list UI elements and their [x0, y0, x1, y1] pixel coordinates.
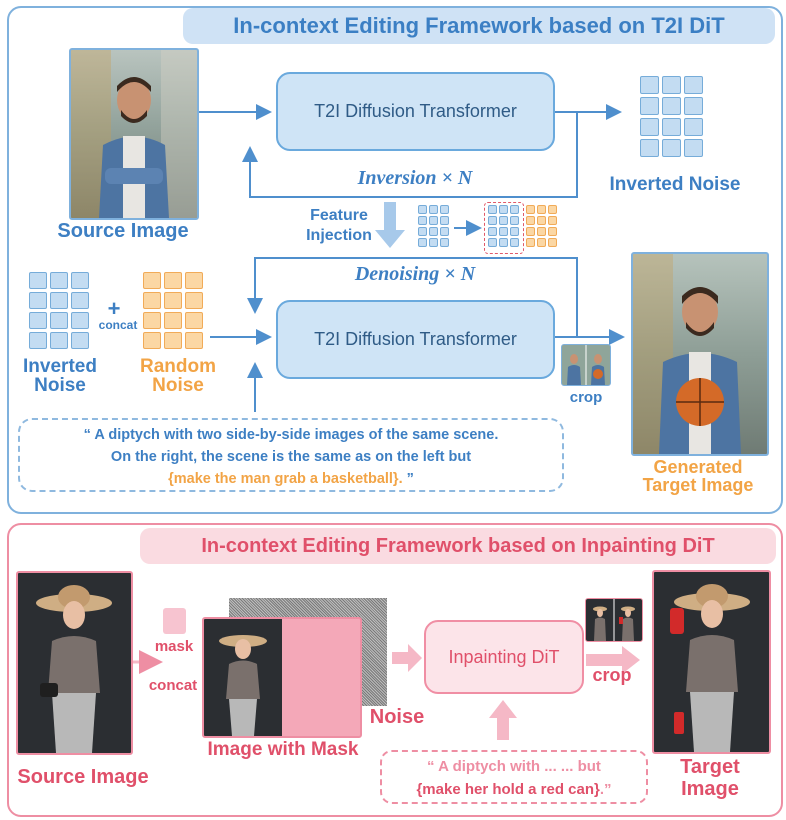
- feature-injection-label-2: Injection: [306, 227, 372, 244]
- arrow-image-to-inpainting: [392, 644, 422, 672]
- prompt-close-quote: ”: [402, 471, 414, 487]
- generated-label-1: Generated: [653, 457, 743, 477]
- feature-injection-label-1: Feature: [310, 207, 368, 224]
- feature-injection-arrow: [375, 202, 405, 248]
- prompt-line-1: “ A diptych with two side-by-side images…: [83, 427, 499, 443]
- source-image-man: [69, 48, 199, 220]
- source-image-label-bottom: Source Image: [17, 766, 149, 788]
- inpainting-panel-title: In-context Editing Framework based on In…: [140, 528, 776, 564]
- injection-target-highlight: [484, 202, 524, 254]
- noise-label: Noise: [369, 706, 425, 728]
- crop-diptych-thumbnail: [561, 344, 611, 386]
- prompt-bottom-line-2: {make her hold a red can}.”: [382, 778, 646, 801]
- masked-woman-icon: [219, 635, 267, 736]
- plus-sign: +: [107, 296, 121, 321]
- target-label-2: Image: [681, 778, 739, 800]
- mask-icon: [163, 608, 186, 634]
- t2i-prompt-box: “ A diptych with two side-by-side images…: [18, 418, 564, 492]
- woman-figure-icon: [36, 585, 112, 753]
- inverted-noise-label-left-1: Inverted: [23, 356, 97, 377]
- dit-lower-block: T2I Diffusion Transformer: [276, 300, 555, 379]
- prompt-bottom-line-1: “ A diptych with ... ... but: [427, 758, 601, 775]
- man-basketball-icon: [633, 254, 741, 454]
- mask-label: mask: [154, 638, 194, 655]
- random-noise-grid: [143, 272, 203, 349]
- injection-random-grid: [526, 205, 557, 247]
- prompt-bottom-edit: {make her hold a red can}: [416, 781, 600, 798]
- injection-source-grid: [418, 205, 449, 247]
- denoising-label: Denoising × N: [354, 263, 476, 285]
- inverted-noise-grid-left: [29, 272, 89, 349]
- arrow-prompt-to-inpainting: [489, 700, 517, 740]
- prompt-bottom-close: .”: [599, 781, 612, 798]
- denoising-loop: [247, 257, 578, 337]
- crop-diptych-thumbnail-bottom: [585, 598, 643, 642]
- generated-label-2: Target Image: [642, 475, 754, 495]
- man-figure-icon: [71, 50, 197, 218]
- generated-target-image: [631, 252, 769, 456]
- source-image-woman: [16, 571, 133, 755]
- crop-label-top: crop: [569, 389, 603, 406]
- prompt-line-3: {make the man grab a basketball}. ”: [20, 468, 562, 490]
- woman-red-can-icon: [670, 584, 750, 752]
- dit-upper-block: T2I Diffusion Transformer: [276, 72, 555, 151]
- inpainting-dit-block: Inpainting DiT: [424, 620, 584, 694]
- prompt-line-2: On the right, the scene is the same as o…: [110, 449, 472, 465]
- random-noise-label-1: Random: [140, 356, 216, 377]
- target-label-1: Target: [680, 756, 740, 778]
- inverted-noise-label: Inverted Noise: [609, 174, 741, 195]
- inversion-label: Inversion × N: [357, 167, 473, 189]
- target-image-woman: [652, 570, 771, 754]
- inverted-noise-grid: [640, 76, 703, 157]
- diptych-figures-icon: [567, 354, 605, 385]
- image-with-mask-label: Image with Mask: [207, 739, 359, 760]
- image-with-mask: [202, 617, 362, 738]
- inversion-loop: [242, 112, 578, 198]
- diptych-women-icon: [593, 606, 635, 641]
- arrow-inpainting-to-target: [586, 646, 640, 674]
- inpainting-prompt-box: “ A diptych with ... ... but {make her h…: [380, 750, 648, 804]
- source-image-label: Source Image: [57, 220, 189, 242]
- crop-label-bottom: crop: [592, 665, 632, 685]
- concat-label: concat: [98, 318, 138, 332]
- random-noise-label-2: Noise: [152, 375, 204, 396]
- inverted-noise-label-left-2: Noise: [34, 375, 86, 396]
- t2i-panel-title: In-context Editing Framework based on T2…: [183, 8, 775, 44]
- prompt-edit-instruction: {make the man grab a basketball}.: [168, 471, 403, 487]
- injection-target-grid: [488, 205, 519, 247]
- concat-label-bottom: concat: [148, 677, 198, 694]
